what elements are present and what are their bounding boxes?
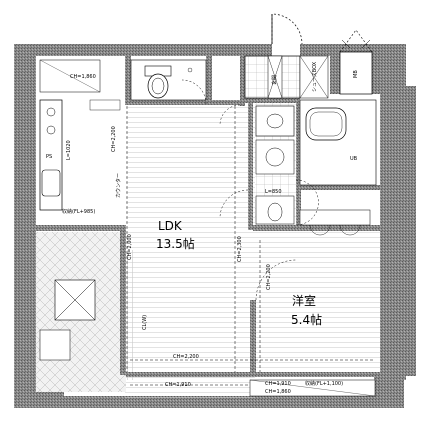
ldk-name: LDK: [158, 219, 183, 233]
kitchen: [39, 59, 121, 211]
closet-doors: [249, 209, 376, 397]
western-room-size: 5.4帖: [291, 312, 322, 327]
ceiling-label: CH=2,200: [173, 354, 199, 360]
ub-label: UB: [350, 156, 358, 162]
interior-walls: [36, 56, 380, 377]
storage-label: 収納(FL+985): [62, 208, 95, 215]
counter-label: カウンター: [115, 173, 122, 198]
ceiling-label: CH=2,300: [237, 236, 243, 262]
storage-label: 収納(FL+1,100): [305, 380, 343, 387]
ceiling-label: CH=1,860: [70, 74, 96, 80]
genkan-label: 玄関: [271, 75, 278, 85]
door-swings: [219, 104, 319, 301]
closet-label: CL(W): [142, 315, 148, 330]
ceiling-label: CH=1,910: [165, 382, 191, 388]
washroom: [255, 105, 295, 225]
entrance-area: [244, 13, 329, 99]
ldk-size: 13.5帖: [156, 236, 195, 251]
ceiling-label: CH=2,000: [127, 234, 133, 260]
ps-label: PS: [46, 154, 52, 160]
length-label: L=1020: [66, 140, 72, 160]
ceiling-lines: [126, 106, 375, 386]
ceiling-label: CH=2,200: [111, 126, 117, 152]
ceiling-label: CH=2,200: [266, 264, 272, 290]
bathroom: [299, 99, 377, 186]
balcony: [39, 279, 96, 361]
ceiling-label: CH=1,910: [265, 381, 291, 387]
mb-box: [339, 29, 373, 95]
ceiling-label: CH=1,860: [265, 389, 291, 395]
mb-label: MB: [353, 70, 359, 78]
shoe-label: シューズBOX: [311, 61, 318, 92]
length-label: L=850: [265, 189, 282, 195]
toilet-room: [130, 59, 207, 105]
western-room-name: 洋室: [292, 293, 316, 308]
